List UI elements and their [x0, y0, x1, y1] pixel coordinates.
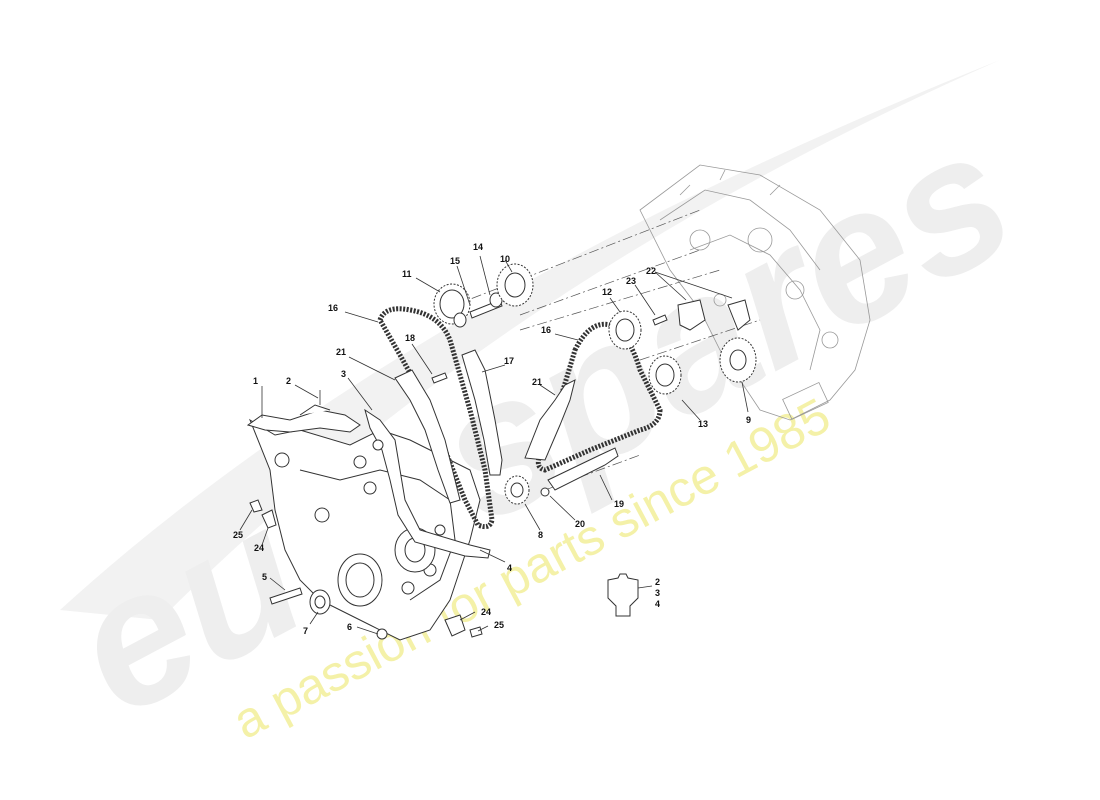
callout-6: 6 — [347, 622, 352, 632]
callout-5: 5 — [262, 572, 267, 582]
callout-22: 22 — [646, 266, 656, 276]
callout-16-left: 16 — [328, 303, 338, 313]
bolt-20 — [540, 487, 550, 497]
callout-19: 19 — [614, 499, 624, 509]
sprocket-11 — [433, 283, 471, 328]
callout-13: 13 — [698, 419, 708, 429]
callout-20: 20 — [575, 519, 585, 529]
chain-guide-21-right — [524, 379, 576, 461]
callout-25-left: 25 — [233, 530, 243, 540]
chain-guide-21-left — [394, 369, 461, 504]
callout-9: 9 — [746, 415, 751, 425]
callout-10: 10 — [500, 254, 510, 264]
callout-1: 1 — [253, 376, 258, 386]
callout-inset-4: 4 — [655, 599, 660, 609]
callout-24-lower: 24 — [481, 607, 491, 617]
gasket-inset — [607, 573, 639, 617]
timing-cover — [248, 418, 481, 641]
callout-17: 17 — [504, 356, 514, 366]
pulley-7 — [309, 589, 331, 615]
sprocket-12 — [608, 310, 642, 350]
bolt-23 — [652, 314, 668, 326]
bracket-1 — [246, 390, 361, 433]
leader-lines — [239, 255, 749, 635]
timing-chain-right — [535, 321, 663, 473]
bolt-25-lower — [469, 626, 483, 638]
callout-21-left: 21 — [336, 347, 346, 357]
sprocket-13 — [648, 355, 682, 395]
sprocket-8 — [504, 475, 530, 505]
callout-4: 4 — [507, 563, 512, 573]
tensioner-22 — [677, 299, 751, 331]
washer-14 — [489, 292, 503, 308]
sensor-24-left — [261, 509, 277, 529]
callout-7: 7 — [303, 626, 308, 636]
watermark: eurospares a passion for parts since 198… — [40, 60, 1044, 756]
callout-12: 12 — [602, 287, 612, 297]
bolt-18 — [431, 372, 448, 384]
callout-25-lower: 25 — [494, 620, 504, 630]
chain-guide-17 — [461, 349, 503, 476]
sprocket-10 — [496, 263, 534, 307]
callout-21-right: 21 — [532, 377, 542, 387]
callout-inset-3: 3 — [655, 588, 660, 598]
bolt-25-left — [249, 499, 263, 513]
callout-16-right: 16 — [541, 325, 551, 335]
callout-18: 18 — [405, 333, 415, 343]
callout-11: 11 — [402, 269, 412, 279]
plug-6 — [376, 628, 388, 640]
callout-14: 14 — [473, 242, 483, 252]
callout-inset-2: 2 — [655, 577, 660, 587]
callout-15: 15 — [450, 256, 460, 266]
callout-numbers: 1 2 3 4 5 6 7 8 9 10 11 12 13 14 15 16 1… — [233, 242, 751, 636]
callout-2: 2 — [286, 376, 291, 386]
sprocket-9 — [719, 337, 757, 383]
callout-24-left: 24 — [254, 543, 264, 553]
tensioner-19 — [547, 447, 619, 491]
alignment-lines — [454, 209, 761, 491]
callout-23: 23 — [626, 276, 636, 286]
bolt-5 — [269, 587, 303, 605]
engine-block — [639, 164, 871, 421]
sensor-24-lower — [444, 614, 466, 637]
callout-3: 3 — [341, 369, 346, 379]
callout-8: 8 — [538, 530, 543, 540]
